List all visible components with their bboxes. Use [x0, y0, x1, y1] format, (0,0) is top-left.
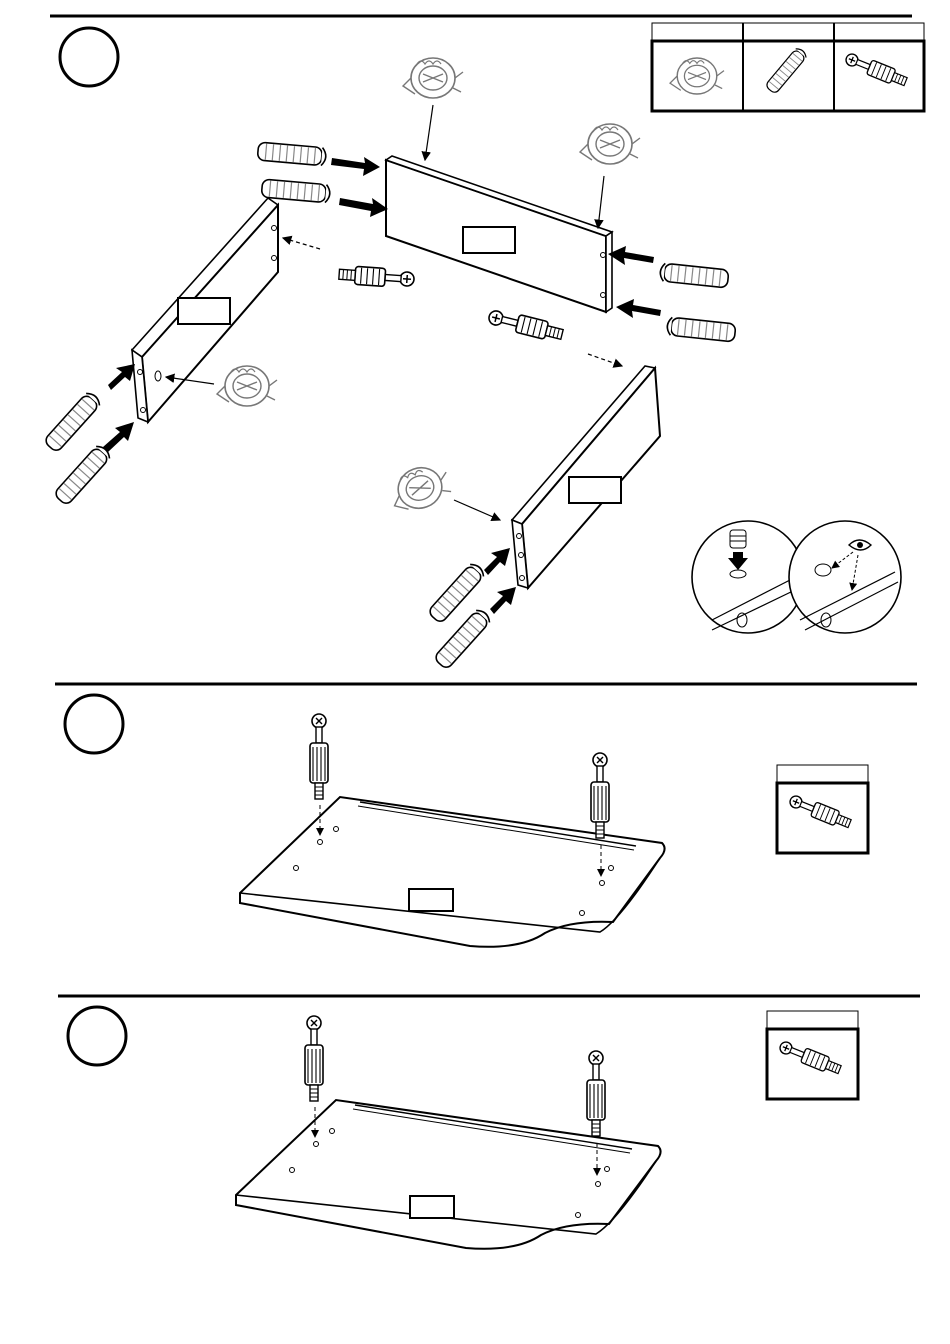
- right-side-panel: [512, 366, 660, 588]
- panel-label-shelf-2: [409, 889, 453, 911]
- check-alignment-detail: [789, 521, 901, 633]
- cam-lock-right: [385, 459, 455, 517]
- step-3-parts-box: [767, 1011, 858, 1099]
- dowel-5: [43, 390, 102, 453]
- step-2-parts-box: [777, 765, 868, 853]
- step-1-parts-box: [652, 23, 924, 111]
- step-1-section: [43, 16, 924, 670]
- cam-lock-back-right: [580, 124, 640, 164]
- dowel-3: [659, 263, 729, 288]
- step-3-section: [58, 996, 920, 1249]
- cam-bolt-vertical-2: [591, 753, 609, 838]
- step-2-number-circle: [65, 695, 123, 753]
- step-1-number-circle: [60, 28, 118, 86]
- back-panel: [386, 156, 612, 312]
- dowel-1: [257, 142, 326, 166]
- insert-cam-lock-detail: [692, 521, 804, 633]
- dowel-2: [261, 179, 330, 203]
- panel-label-left: [178, 298, 230, 324]
- cam-bolt-vertical-3: [305, 1016, 323, 1101]
- panel-label-shelf-3: [410, 1196, 454, 1218]
- panel-label-back: [463, 227, 515, 253]
- step-2-section: [55, 684, 917, 947]
- cam-lock-top: [403, 58, 463, 98]
- cam-bolt-right: [487, 308, 564, 344]
- cam-lock-left: [217, 366, 277, 406]
- dowel-4: [666, 317, 736, 342]
- dowel-6: [53, 443, 112, 506]
- step-3-number-circle: [68, 1007, 126, 1065]
- cam-bolt-vertical-4: [587, 1051, 605, 1136]
- cam-bolt-left: [339, 265, 415, 288]
- cam-bolt-vertical-1: [310, 714, 328, 799]
- panel-label-right: [569, 477, 621, 503]
